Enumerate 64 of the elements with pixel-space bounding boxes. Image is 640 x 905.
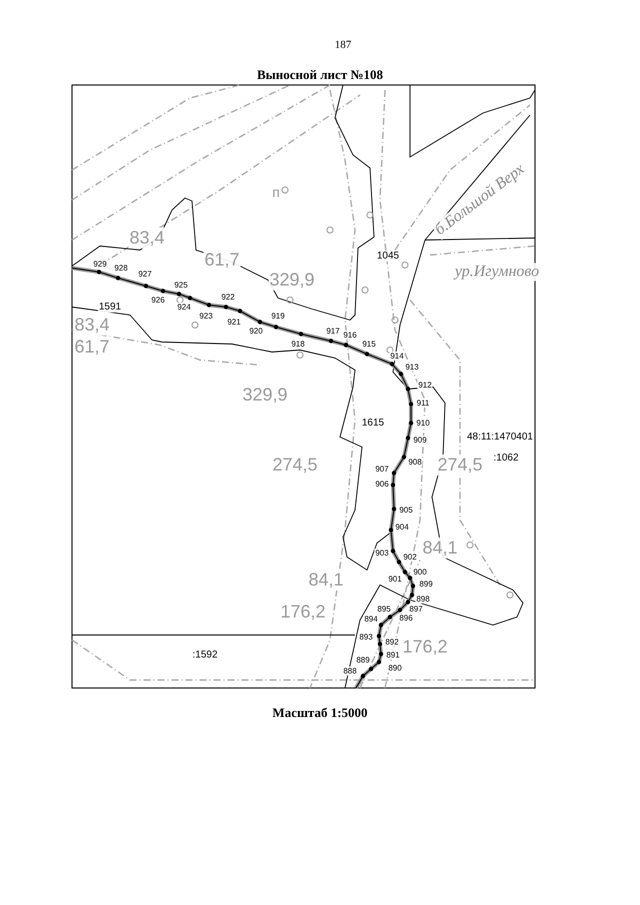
area-value: 84,1 [307,570,345,590]
area-value: 83,4 [73,314,111,336]
survey-point-number: 909 [412,436,428,444]
scale-caption: Масштаб 1:5000 [271,705,369,721]
survey-point-number: 898 [415,594,431,604]
area-value: 329,9 [241,384,289,406]
survey-point-number: 928 [113,264,129,272]
survey-point-number: 913 [404,362,420,372]
survey-point-number: 895 [376,604,392,614]
survey-point-number: 890 [387,664,403,672]
survey-point-number: 901 [387,574,403,584]
parcel-number: :1592 [191,650,219,660]
survey-point-number: 906 [374,480,390,488]
survey-point-number: 893 [358,632,374,642]
area-value: 84,1 [421,538,459,558]
survey-point-number: 888 [342,666,358,676]
area-value: 176,2 [279,602,327,622]
survey-point-number: 905 [398,506,414,514]
survey-point-number: 923 [198,312,214,320]
parcel-number: 1045 [376,250,400,262]
survey-point-number: 922 [220,292,236,302]
survey-point-number: 900 [412,568,428,576]
survey-point-number: 910 [415,418,431,428]
survey-point-number: 894 [363,614,379,624]
survey-point-number: 899 [418,580,434,588]
survey-point-number: 892 [384,638,400,646]
survey-point-number: 924 [176,302,192,312]
area-value: 83,4 [128,228,166,248]
survey-point-number: 912 [417,380,433,390]
survey-point-number: 904 [394,522,410,532]
parcel-number: 1591 [98,302,122,312]
survey-point-number: 916 [342,330,358,340]
area-value: 61,7 [73,336,111,358]
survey-point-number: 918 [290,340,306,348]
survey-point-number: 902 [402,552,418,562]
survey-point-number: 927 [137,270,153,278]
survey-point-number: 915 [361,340,377,348]
area-value: 329,9 [268,270,316,290]
survey-point-number: 921 [226,318,242,326]
survey-point-number: 907 [374,464,390,474]
sheet-title: Выносной лист №108 [256,67,384,83]
area-value: 176,2 [401,636,449,658]
survey-point-number: 925 [173,280,189,290]
survey-point-number: 903 [374,548,390,558]
survey-point-number: 929 [92,260,108,268]
parcel-number: :1062 [492,452,520,464]
survey-point-number: 920 [248,326,264,336]
survey-point-number: 917 [325,326,341,336]
cadastral-number: 48:11:1470401 [466,432,534,442]
survey-point-number: 889 [355,656,371,664]
place-name: ур.Игумново [454,263,540,281]
area-value: 61,7 [203,250,241,270]
survey-point-number: 891 [385,650,401,660]
survey-point-number: 896 [398,614,414,622]
survey-point-number: 897 [408,604,424,614]
survey-point-number: 908 [407,458,423,466]
parcel-number: 1615 [360,418,386,428]
survey-point-number: 926 [150,296,166,304]
area-value: 274,5 [436,454,484,476]
area-value: 274,5 [271,454,319,476]
survey-point-number: 914 [389,352,405,360]
survey-point-number: 911 [416,398,430,408]
page-number: 187 [334,39,352,51]
survey-point-number: 919 [270,312,286,320]
